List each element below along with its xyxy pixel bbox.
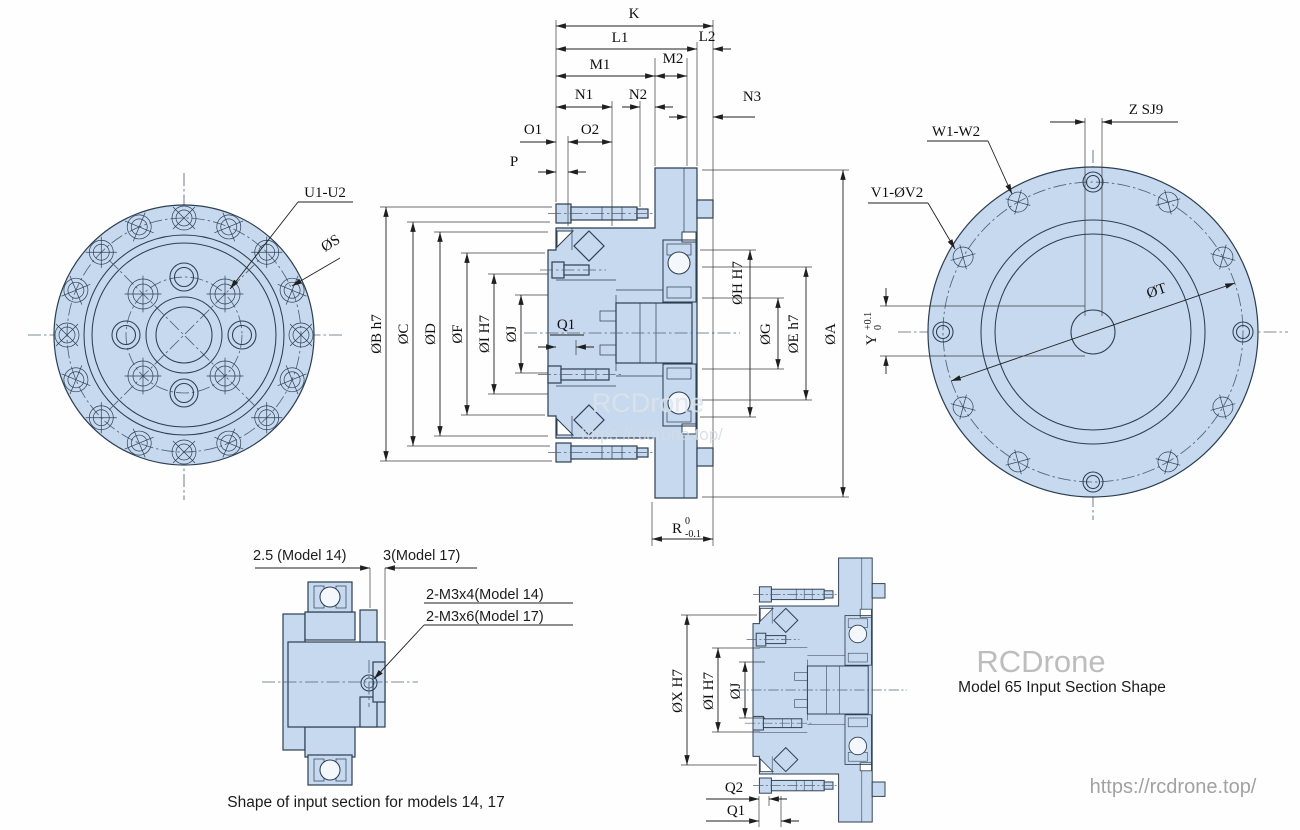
dim-h: ØH H7 — [730, 261, 746, 305]
dim-o1: O1 — [524, 122, 542, 138]
watermark-url-center: https://rcdrone.top/ — [581, 425, 723, 444]
dim-v: V1-ØV2 — [871, 185, 924, 201]
dim-r: R — [672, 521, 682, 537]
dim-j-65: ØJ — [728, 683, 744, 700]
dim-f: ØF — [450, 324, 466, 343]
main-section-view: K L1 L2 M1 M2 N1 N2 N3 O1 O2 P — [369, 6, 849, 546]
dim-o2: O2 — [581, 122, 599, 138]
caption-65: Model 65 Input Section Shape — [958, 679, 1166, 696]
dim-x-65: ØX H7 — [670, 669, 686, 713]
watermark-brand-center: RCDrone — [592, 388, 705, 418]
dim-d: ØD — [423, 323, 439, 345]
u-leader — [229, 201, 299, 290]
input-section-14-17: 2.5 (Model 14) 3(Model 17) 2-M3x4(Model … — [227, 548, 573, 811]
dim-2-5-model14: 2.5 (Model 14) — [253, 548, 347, 564]
thread-note-1: 2-M3x4(Model 14) — [426, 587, 544, 603]
bearing-ball — [319, 586, 341, 608]
caption-14-17: Shape of input section for models 14, 17 — [227, 794, 504, 811]
dim-y-tol-upper: +0.1 — [863, 312, 874, 330]
watermark-brand: RCDrone — [976, 644, 1105, 679]
dim-t: ØT — [1145, 280, 1169, 302]
front-view: U1-U2 ØS — [28, 173, 353, 500]
thread-note-2: 2-M3x6(Model 17) — [426, 609, 544, 625]
top-dimensions: K L1 L2 M1 M2 N1 N2 N3 O1 O2 P — [510, 6, 761, 175]
bolt-circle — [942, 181, 1244, 483]
dim-e: ØE h7 — [786, 314, 802, 353]
watermark-url: https://rcdrone.top/ — [1090, 776, 1257, 798]
dim-z: Z SJ9 — [1129, 102, 1164, 118]
dim-j: ØJ — [504, 326, 520, 343]
dim-l2: L2 — [699, 29, 716, 45]
dim-q2-65: Q2 — [725, 780, 743, 796]
dim-r-tol-lower: -0.1 — [685, 529, 701, 540]
dim-r-tol-upper: 0 — [685, 516, 690, 527]
bearing-ball — [319, 759, 341, 781]
dim-n1: N1 — [575, 87, 593, 103]
bottom-dimension: R 0 -0.1 — [652, 516, 713, 542]
dim-q1: Q1 — [557, 317, 575, 333]
dim-b: ØB h7 — [369, 314, 385, 354]
dim-p: P — [510, 154, 518, 170]
inner-bolt-circle — [125, 276, 243, 394]
dim-a: ØA — [823, 323, 839, 345]
left-dimensions: ØB h7 ØC ØD ØF ØI H7 ØJ Q1 — [369, 206, 594, 462]
dim-k: K — [629, 6, 640, 22]
dim-i-65: ØI H7 — [701, 672, 717, 710]
dim-m1: M1 — [590, 57, 611, 73]
bottom-dimensions-65: Q2 Q1 — [706, 780, 799, 827]
dim-g: ØG — [758, 323, 774, 345]
dim-l1: L1 — [612, 30, 629, 46]
dim-q1-65: Q1 — [727, 803, 745, 819]
dim-m2: M2 — [663, 51, 684, 67]
dim-n3: N3 — [743, 89, 761, 105]
dim-n2: N2 — [629, 87, 647, 103]
dim-y: Y — [864, 334, 880, 345]
s-leader — [291, 257, 341, 287]
dim-w: W1-W2 — [932, 124, 980, 140]
dim-y-tol-lower: 0 — [873, 325, 884, 330]
front-bolt-circle-label: ØS — [319, 232, 344, 256]
dim-i: ØI H7 — [477, 315, 493, 353]
left-dimensions-65: ØX H7 ØI H7 ØJ — [670, 614, 765, 766]
input-shaft-body — [262, 581, 418, 786]
front-bolt-label: U1-U2 — [304, 185, 346, 201]
rear-view: Z SJ9 W1-W2 V1-ØV2 ØT Y +0.1 0 — [863, 102, 1288, 520]
dim-c: ØC — [396, 324, 412, 345]
right-dimensions: ØH H7 ØG ØE h7 ØA — [700, 169, 849, 498]
dim-3-model17: 3(Model 17) — [383, 548, 460, 564]
input-section-65: ØX H7 ØI H7 ØJ Q2 Q1 RCDrone Model 65 In… — [670, 557, 1166, 827]
